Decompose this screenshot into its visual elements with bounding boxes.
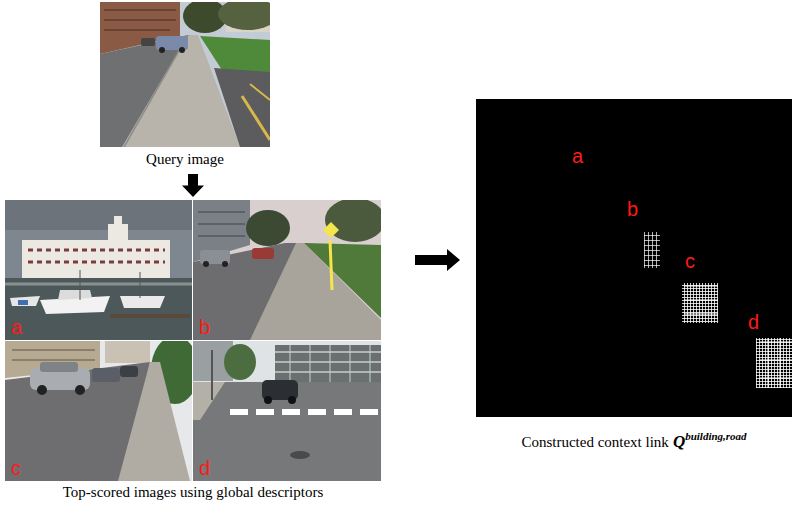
crossing-photo-part	[290, 345, 370, 385]
street-photo-part	[323, 222, 339, 238]
symbol: Q	[673, 432, 685, 451]
parked-cars-photo-part	[120, 366, 138, 377]
superscript: building,road	[685, 430, 746, 442]
crossing-photo-part	[264, 396, 272, 404]
street-photo-part	[325, 200, 381, 242]
matrix-caption: Constructed context link Qbuilding,road	[476, 426, 792, 452]
query-photo-part	[214, 68, 270, 147]
image-grid: Top-scored images using global descripto…	[5, 200, 381, 503]
harbour-photo-part	[114, 216, 122, 226]
crossing-photo-part	[290, 451, 310, 459]
crossing-photo-part	[224, 344, 256, 380]
parked-cars-photo-part	[105, 341, 150, 363]
parked-cars-photo-part	[118, 362, 190, 481]
crossing-photo-part	[193, 341, 381, 481]
block-letter: a	[572, 145, 583, 167]
block-letter: d	[748, 311, 759, 333]
crossing-photo-part	[275, 352, 381, 372]
harbour-photo	[5, 200, 192, 340]
harbour-photo-part	[120, 296, 165, 308]
block-letter: b	[627, 198, 638, 220]
image-letter: d	[199, 457, 210, 479]
result-image: d	[193, 341, 381, 481]
context-matrix-part	[756, 338, 792, 388]
street-photo-part	[252, 248, 274, 259]
harbour-photo-part	[80, 270, 140, 300]
query-photo-part	[124, 35, 188, 147]
street-photo-part	[250, 243, 381, 340]
context-matrix-part	[682, 283, 718, 323]
street-photo-part	[330, 240, 332, 290]
crossing-photo-part	[193, 382, 225, 420]
harbour-photo-part	[22, 240, 170, 278]
harbour-photo-part	[18, 300, 28, 305]
query-photo-part	[218, 2, 270, 30]
query-photo-part	[141, 38, 155, 46]
harbour-photo-part	[28, 250, 165, 262]
query-photo-part	[242, 96, 270, 140]
block-arrow	[182, 174, 204, 197]
block-letter: c	[685, 250, 695, 272]
context-matrix	[476, 99, 792, 417]
harbour-photo-part	[110, 314, 190, 318]
context-matrix-part	[644, 232, 660, 268]
street-photo	[193, 200, 381, 340]
image-letter: a	[11, 316, 22, 338]
image-letter: c	[11, 457, 21, 479]
harbour-photo-part	[5, 278, 192, 340]
image-caption: Query image	[146, 151, 224, 168]
result-image: b	[193, 200, 381, 340]
harbour-photo-part	[58, 290, 92, 300]
crossing-photo-part	[275, 345, 381, 385]
harbour-photo-part	[108, 224, 128, 244]
query-photo-part	[200, 36, 270, 74]
parked-cars-photo-part	[75, 385, 85, 395]
parked-cars-photo	[5, 341, 192, 481]
harbour-photo-part	[10, 296, 40, 306]
parked-cars-photo-part	[12, 350, 95, 360]
harbour-photo-part	[5, 200, 192, 340]
context-matrix-part	[684, 286, 792, 388]
result-image: c	[5, 341, 192, 481]
image-caption: Top-scored images using global descripto…	[63, 484, 324, 501]
harbour-photo-part	[5, 283, 192, 286]
context-link-matrix: a b c d	[476, 99, 792, 417]
context-matrix-part	[476, 99, 792, 417]
query-image: Query image	[100, 2, 270, 169]
caption-text: Constructed context link	[521, 434, 668, 450]
result-image: a	[5, 200, 192, 340]
street-photo-part	[246, 210, 290, 246]
street-photo-part	[203, 261, 209, 267]
image-letter: b	[199, 316, 210, 338]
crossing-photo	[193, 341, 381, 481]
street-photo-part	[304, 243, 381, 318]
harbour-photo-part	[5, 200, 192, 230]
crossing-photo-part	[230, 409, 378, 415]
street-photo-part	[198, 212, 245, 236]
parked-cars-photo-part	[37, 385, 47, 395]
query-photo-part	[179, 47, 185, 53]
crossing-photo-part	[288, 396, 296, 404]
query-photo-part	[159, 47, 165, 53]
query-photo-part	[250, 84, 270, 100]
parked-cars-photo-part	[92, 368, 120, 382]
query-photo	[100, 2, 270, 147]
block-arrow	[415, 249, 460, 271]
query-photo-part	[104, 10, 176, 30]
street-photo-part	[222, 261, 228, 267]
crossing-photo-part	[211, 350, 213, 400]
parked-cars-photo-part	[40, 362, 78, 372]
